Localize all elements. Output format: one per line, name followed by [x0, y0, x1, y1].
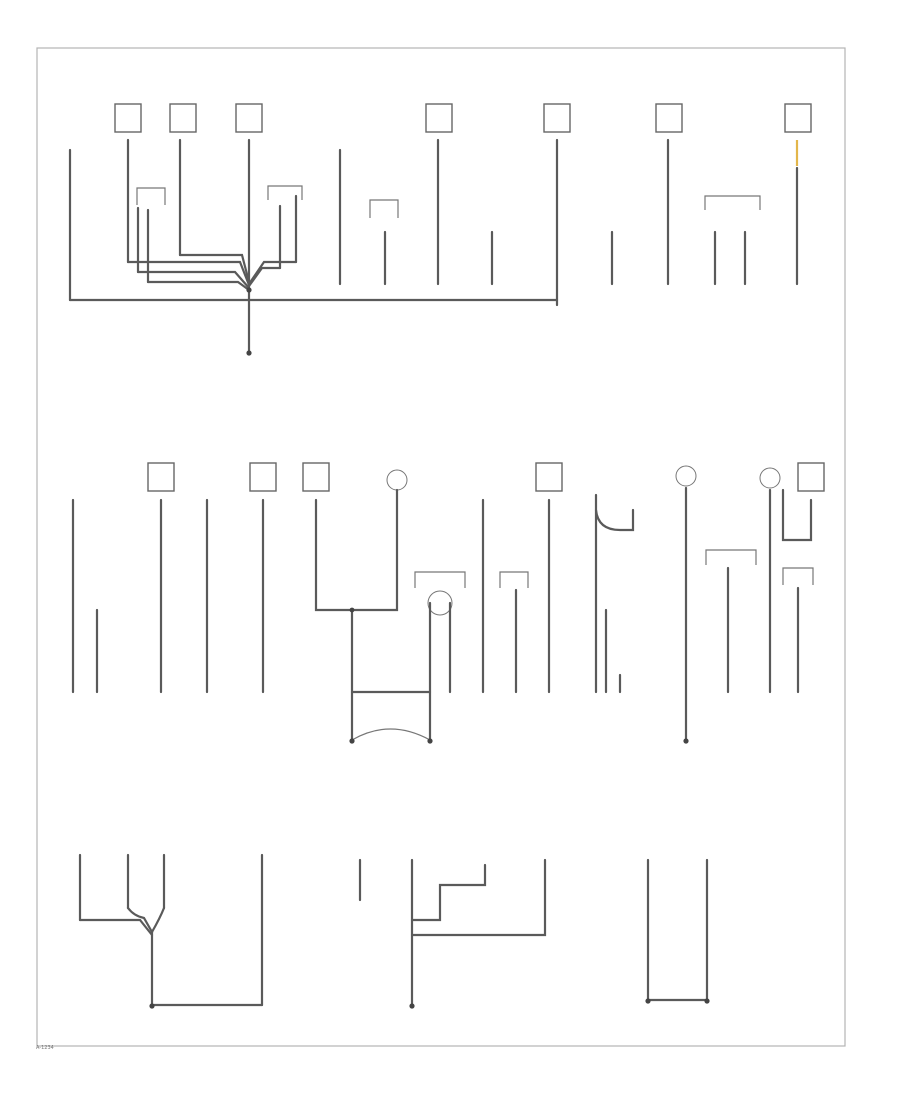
component-box — [655, 103, 683, 133]
diagram-code: A-1234 — [36, 1045, 54, 1051]
component-bracket — [705, 549, 757, 565]
component-box — [114, 103, 142, 133]
connector-circle — [759, 467, 781, 489]
bundle-wire — [146, 280, 251, 292]
connector-circle — [427, 590, 453, 616]
component-bracket — [414, 571, 466, 588]
ground-point — [645, 998, 651, 1004]
component-box — [302, 462, 330, 492]
splice-node — [349, 607, 355, 613]
component-bracket — [267, 185, 303, 200]
section-top — [68, 103, 812, 356]
ground-point — [149, 1003, 155, 1009]
component-box — [169, 103, 197, 133]
component-bracket — [704, 195, 761, 210]
component-box — [543, 103, 571, 133]
splice-curve — [351, 728, 431, 741]
connector-circle — [386, 469, 408, 491]
connector-circle — [675, 465, 697, 487]
bundle-wire — [150, 906, 166, 934]
component-box — [147, 462, 175, 492]
ground-point — [683, 738, 689, 744]
bundle-wire — [178, 253, 251, 284]
ground-point — [349, 738, 355, 744]
ground-wire — [410, 863, 487, 922]
component-box — [235, 103, 263, 133]
component-bracket — [782, 567, 814, 585]
component-box — [249, 462, 277, 492]
component-bracket — [499, 571, 529, 588]
ground-wire — [781, 488, 813, 542]
component-box — [784, 103, 812, 133]
component-box — [797, 462, 825, 492]
bundle-wire — [247, 266, 282, 288]
bundle-wire — [78, 918, 154, 937]
component-box — [535, 462, 563, 492]
component-bracket — [369, 199, 399, 218]
ground-wire — [410, 858, 547, 937]
splice-node — [246, 287, 252, 293]
ground-wire — [350, 488, 399, 612]
section-middle — [71, 462, 825, 744]
ground-point — [704, 998, 710, 1004]
bundle-wire — [126, 260, 251, 287]
ground-point — [409, 1003, 415, 1009]
diagram-border — [36, 47, 846, 1047]
component-bracket — [136, 187, 166, 205]
ground-point — [246, 350, 252, 356]
bundle-wire — [247, 260, 298, 286]
section-bottom — [78, 853, 710, 1009]
ground-point — [427, 738, 433, 744]
component-box — [425, 103, 453, 133]
bundle-wire — [126, 906, 154, 934]
ground-wire — [314, 498, 354, 612]
bundle-wire — [136, 270, 251, 290]
